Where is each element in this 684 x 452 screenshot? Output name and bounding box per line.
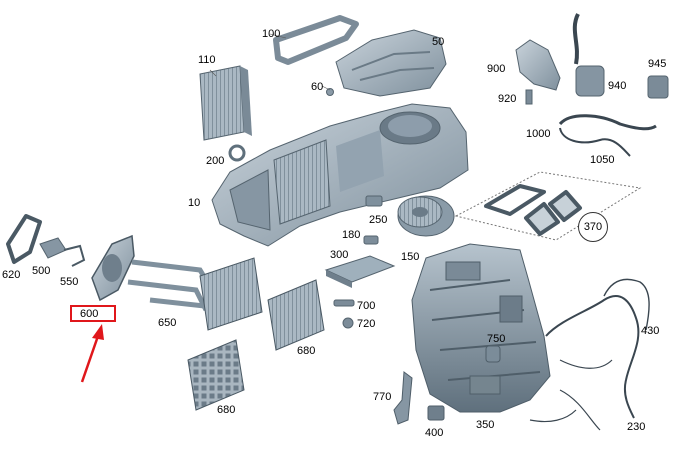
label-650: 650 <box>158 317 177 329</box>
part-500-valve <box>39 237 67 259</box>
label-920: 920 <box>498 93 517 105</box>
highlight-box-600 <box>70 305 116 322</box>
part-550-connector <box>63 244 86 267</box>
part-945-unit <box>647 75 669 99</box>
part-110-filter <box>199 65 252 141</box>
label-770: 770 <box>373 391 392 403</box>
part-350-hvac-unit <box>411 243 551 413</box>
label-945: 945 <box>648 58 667 70</box>
label-350: 350 <box>476 419 495 431</box>
callout-370: 370 <box>578 212 608 242</box>
part-370-seal-set <box>454 171 642 241</box>
label-230: 230 <box>627 421 646 433</box>
label-50: 50 <box>432 36 445 48</box>
part-430-harness <box>529 278 650 431</box>
highlight-arrow <box>80 324 104 383</box>
label-720: 720 <box>357 318 376 330</box>
label-180: 180 <box>342 229 361 241</box>
part-60-clip <box>326 88 334 96</box>
label-620: 620 <box>2 269 21 281</box>
label-940: 940 <box>608 80 627 92</box>
label-110: 110 <box>198 54 216 66</box>
part-680-panel-top <box>267 279 325 351</box>
part-50-cover <box>335 29 447 97</box>
part-600-flange <box>91 234 135 302</box>
label-550: 550 <box>60 276 79 288</box>
label-200: 200 <box>206 155 225 167</box>
part-750-actuator <box>485 345 501 363</box>
label-1050: 1050 <box>590 154 615 166</box>
label-430: 430 <box>641 325 660 337</box>
label-680-bottom: 680 <box>217 404 236 416</box>
part-400-motor <box>427 405 445 421</box>
label-100: 100 <box>262 28 281 40</box>
label-680-top: 680 <box>297 345 316 357</box>
part-770-lever <box>393 371 413 425</box>
part-900-bracket <box>515 39 561 91</box>
part-940-hose <box>572 13 605 97</box>
part-150-blower <box>397 195 455 237</box>
label-250: 250 <box>369 214 388 226</box>
part-680-panel-bottom <box>187 339 245 411</box>
label-370: 370 <box>583 221 603 233</box>
label-10: 10 <box>188 197 201 209</box>
part-920-bolt <box>525 89 533 105</box>
label-400: 400 <box>425 427 444 439</box>
leader-lines <box>209 33 331 91</box>
part-100-frame <box>273 15 359 65</box>
label-700: 700 <box>357 300 376 312</box>
part-700-bolt <box>333 299 355 307</box>
label-600: 600 <box>80 308 99 320</box>
part-10-hvac-housing <box>211 103 469 247</box>
part-200-ring <box>228 144 246 162</box>
part-250-sensor <box>365 195 383 207</box>
label-300: 300 <box>330 249 349 261</box>
part-1000-hose <box>558 114 657 157</box>
part-620-gasket <box>6 214 42 264</box>
label-900: 900 <box>487 63 506 75</box>
label-150: 150 <box>401 251 420 263</box>
label-60: 60 <box>311 81 324 93</box>
label-1000: 1000 <box>526 128 551 140</box>
label-500: 500 <box>32 265 51 277</box>
part-720-nut <box>342 317 354 329</box>
label-750: 750 <box>487 333 506 345</box>
part-300-plate <box>324 255 396 288</box>
part-650-heater-core <box>127 257 263 331</box>
part-180-bolt <box>363 235 379 245</box>
